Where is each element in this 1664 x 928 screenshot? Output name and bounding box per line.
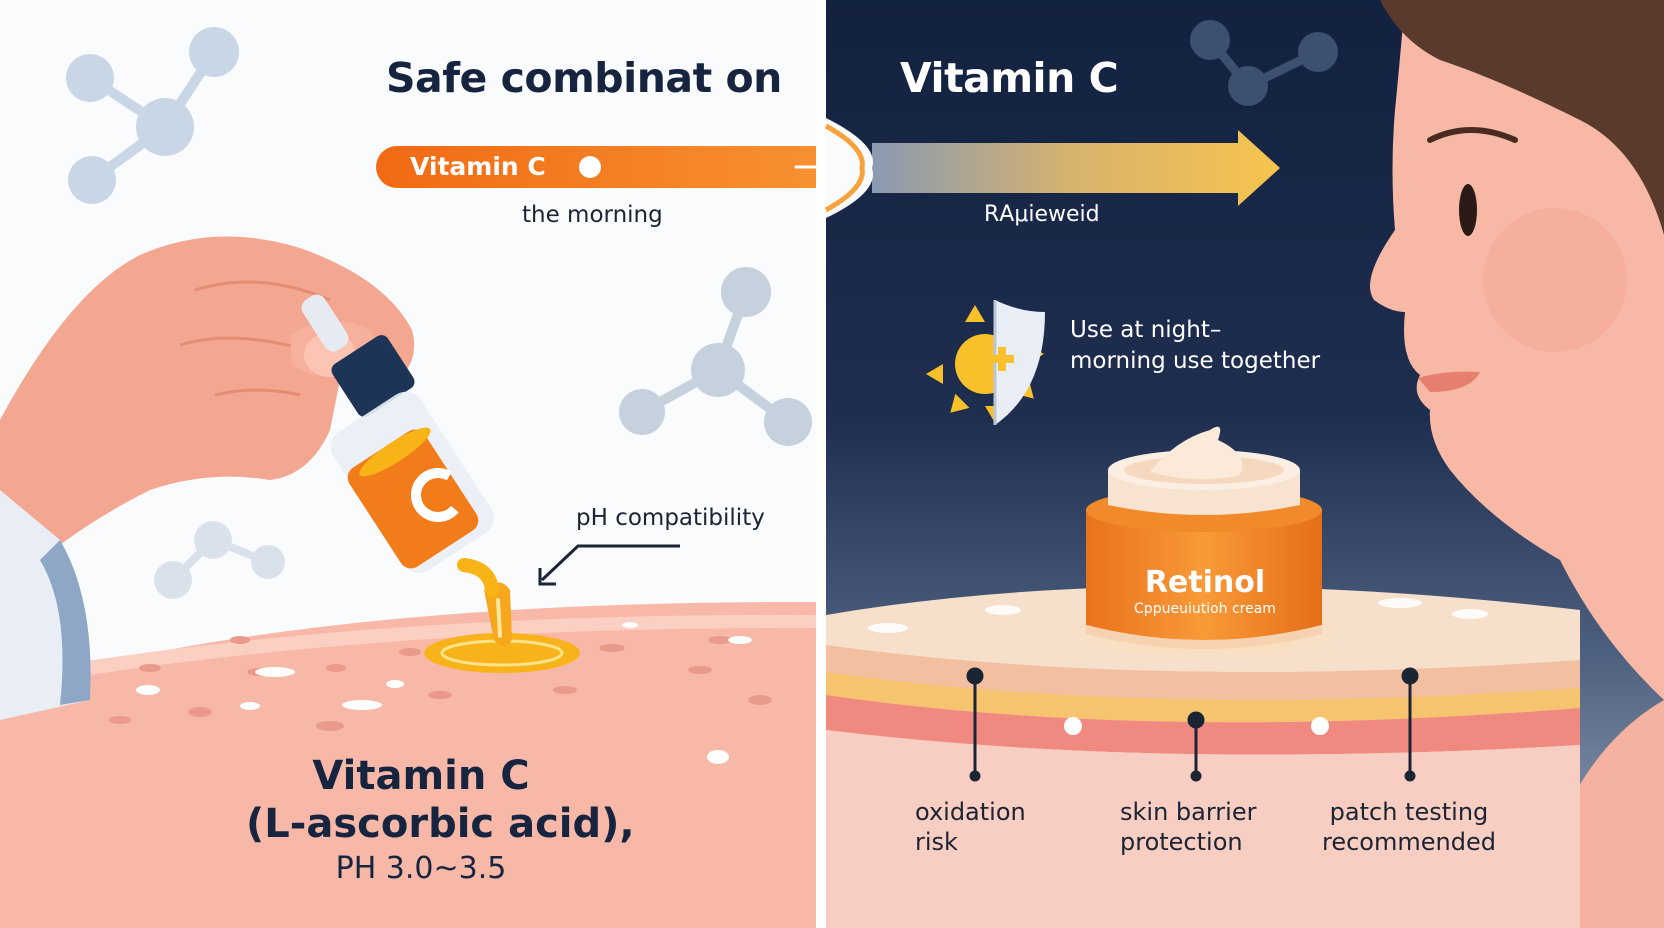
label-skin-barrier-line2: protection <box>1120 828 1243 856</box>
right-subtitle: RАμieweid <box>984 202 1100 227</box>
label-skin-barrier: skin barrier protection <box>1120 797 1256 857</box>
jar-title: Retinol <box>1144 565 1266 600</box>
ingredient-caption: Vitamin C (L-ascorbic acid), PH 3.0~3.5 <box>246 752 635 890</box>
ingredient-name: Vitamin C <box>312 753 530 799</box>
molecule-icon <box>154 521 285 599</box>
arrow-icon <box>824 118 1280 218</box>
ph-pointer-arrow <box>538 544 680 586</box>
ingredient-ph: PH 3.0~3.5 <box>335 851 507 886</box>
left-heading: Safe combinat on <box>386 54 782 102</box>
shield-icon <box>990 300 1045 425</box>
label-oxidation-line1: oxidation <box>915 798 1026 826</box>
usage-note-line1: Use at night– <box>1070 317 1222 343</box>
label-oxidation-line2: risk <box>915 828 958 856</box>
dropper-bottle-icon <box>301 294 499 597</box>
molecule-icon <box>619 267 812 446</box>
jar-subtitle: Cppueuiutioh cream <box>1134 601 1276 617</box>
hand-icon <box>0 236 415 720</box>
ingredient-chemical: (L-ascorbic acid), <box>246 801 635 847</box>
serum-drop <box>424 582 580 673</box>
right-heading: Vitamin C <box>900 54 1119 102</box>
skin-surface <box>0 601 822 928</box>
pill-label: Vitamin C <box>410 152 546 181</box>
usage-note-line2: morning use together <box>1070 348 1321 374</box>
ph-compatibility-label: pH compatibility <box>576 505 765 531</box>
cream-jar-icon <box>1055 426 1355 664</box>
label-patch-testing: patch testing recommended <box>1322 797 1496 857</box>
label-skin-barrier-line1: skin barrier <box>1120 798 1257 826</box>
label-oxidation: oxidation risk <box>915 797 1026 857</box>
left-subtitle: the morning <box>522 202 663 228</box>
skin-layers <box>826 586 1580 928</box>
molecule-icon <box>1190 20 1338 106</box>
usage-note: Use at night– morning use together <box>1070 315 1320 377</box>
molecule-icon <box>66 27 239 204</box>
label-patch-testing-line1: patch testing <box>1329 798 1489 826</box>
label-patch-testing-line2: recommended <box>1322 828 1496 856</box>
